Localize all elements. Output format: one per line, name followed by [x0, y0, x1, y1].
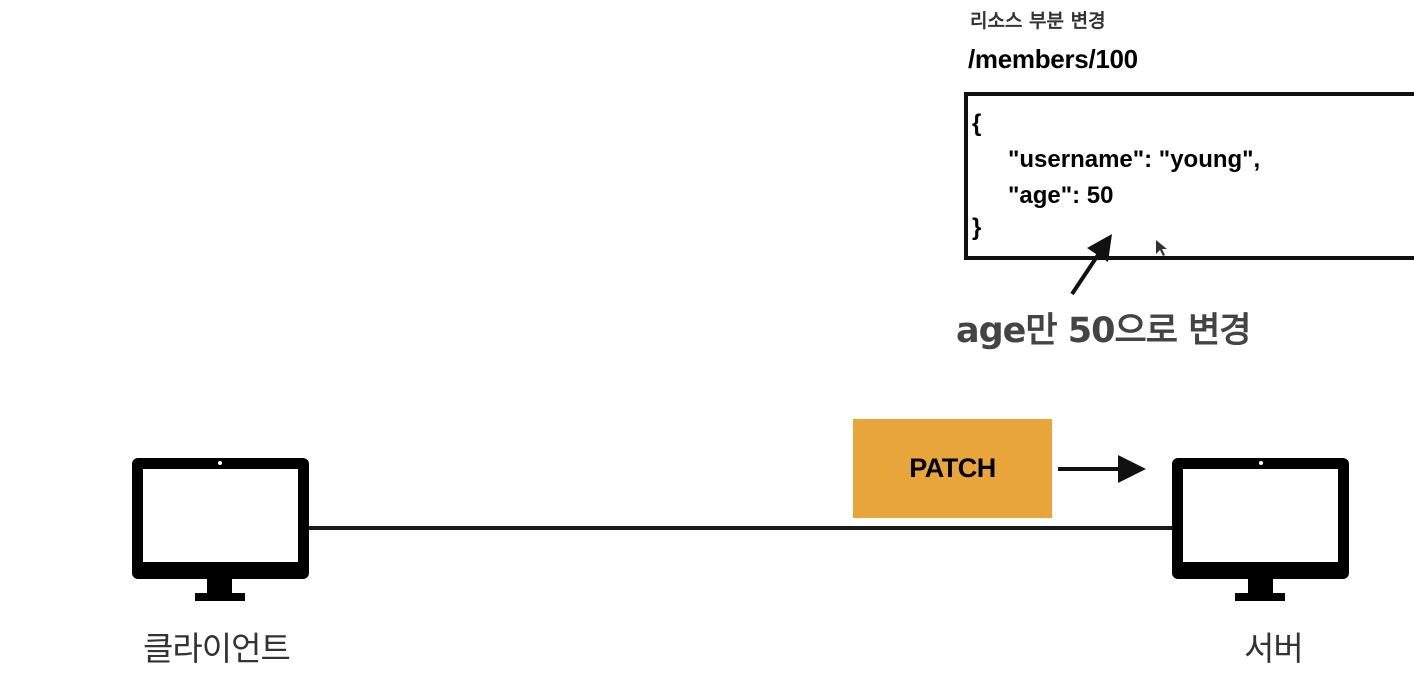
client-monitor-icon — [132, 458, 309, 601]
json-body-box — [964, 92, 1414, 260]
patch-method-label: PATCH — [909, 453, 996, 483]
server-monitor-icon — [1172, 458, 1349, 601]
json-username-line: "username": "young", — [1008, 146, 1261, 173]
resource-title: 리소스 부분 변경 — [970, 10, 1106, 32]
json-age-line: "age": 50 — [1008, 182, 1114, 209]
annotation-text: age만 50으로 변경 — [956, 311, 1251, 351]
resource-path: /members/100 — [968, 44, 1138, 74]
json-close-brace: } — [972, 214, 982, 241]
client-label: 클라이언트 — [143, 629, 291, 668]
server-label: 서버 — [1244, 629, 1304, 668]
json-open-brace: { — [972, 110, 982, 137]
cursor-icon — [1156, 240, 1167, 256]
request-arrow — [1058, 455, 1146, 483]
patch-method-box: PATCH — [853, 419, 1052, 518]
